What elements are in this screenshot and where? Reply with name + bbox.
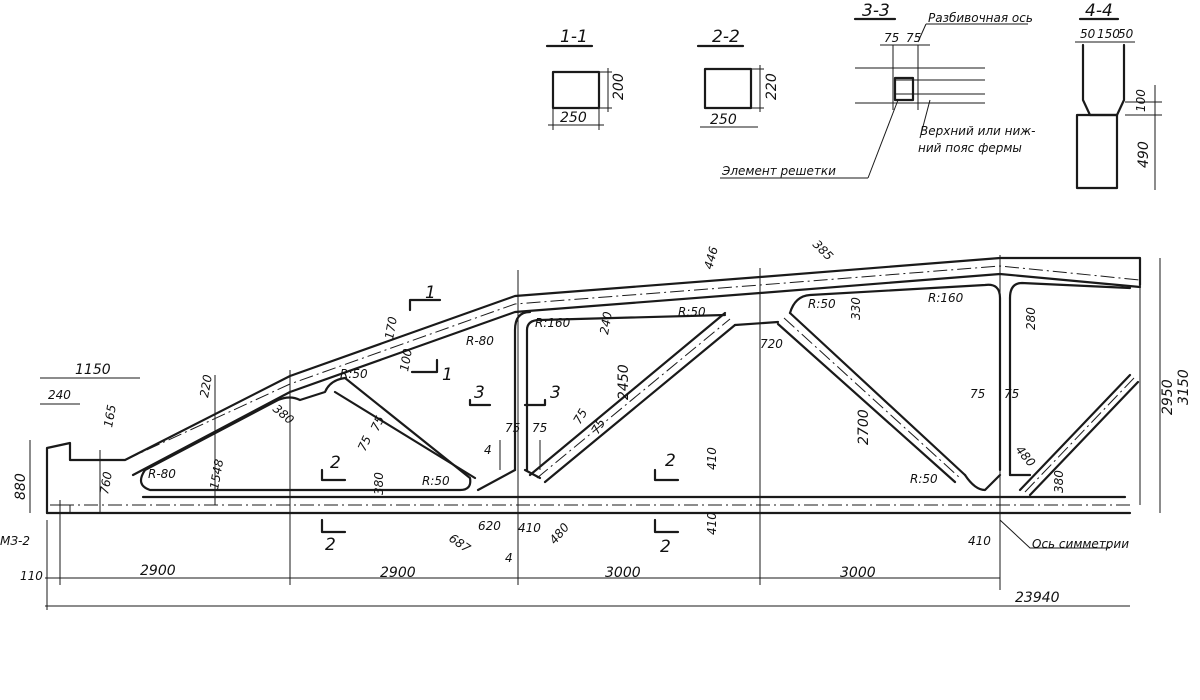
dim-text: 75	[884, 31, 899, 45]
dim-text: 760	[97, 470, 115, 495]
dim-text: 380	[372, 472, 386, 495]
section-mark: 3	[474, 383, 485, 403]
span-dim: 3000	[605, 565, 641, 581]
dim-text: 2450	[616, 364, 632, 400]
span-dim: 3000	[840, 565, 876, 581]
dim-text: 250	[710, 112, 737, 128]
dim-text: 250	[560, 110, 587, 126]
dim-text: 150	[1097, 27, 1120, 41]
dim-text: 480	[1013, 443, 1039, 470]
dim-text: 75	[1004, 387, 1019, 401]
section-2-2: 2-2 250 220	[696, 27, 780, 128]
total-dim: 23940	[1015, 590, 1060, 606]
dim-text: 200	[611, 73, 627, 100]
symmetry-axis-label: Ось симметрии	[1032, 537, 1129, 551]
dim-text: 220	[197, 373, 215, 398]
section-title: 4-4	[1085, 1, 1113, 21]
dim-text: 410	[705, 512, 719, 535]
section-mark: 2	[330, 453, 341, 473]
radius-label: R:160	[928, 291, 964, 305]
section-hatch	[703, 67, 753, 110]
radius-label: R:160	[535, 316, 571, 330]
radius-label: R:50	[910, 472, 938, 486]
dim-text: 4	[505, 551, 513, 565]
dim-text: 330	[849, 297, 863, 320]
section-marks: 1 1 2 2 2 2 3 3	[325, 283, 676, 557]
radius-label: R:50	[340, 367, 368, 381]
section-title: 1-1	[560, 27, 588, 47]
section-hatch	[551, 70, 601, 110]
truss-elevation	[29, 255, 1161, 610]
section-mark: 1	[425, 283, 436, 303]
dim-text: 4	[484, 443, 492, 457]
chord-label: Верхний или ниж-	[920, 124, 1035, 138]
section-4-4: 4-4 50 150 50 100 490	[1075, 1, 1162, 190]
section-title: 3-3	[862, 1, 890, 21]
dim-text: 380	[270, 402, 297, 428]
span-dim: 2900	[380, 565, 416, 581]
part-mark: МЗ-2	[0, 534, 30, 548]
dim-text: 100	[1134, 89, 1148, 112]
dim-text: 2700	[856, 409, 872, 445]
section-mark: 3	[550, 383, 561, 403]
radius-label: R:50	[422, 474, 450, 488]
panel-opening	[139, 376, 472, 492]
section-mark: 1	[442, 365, 453, 385]
dim-text: 75	[368, 414, 387, 434]
dimension-labels: 1150 240 165 220 880 760 1548 380 170 10…	[0, 237, 1192, 606]
dim-text: 480	[547, 520, 573, 547]
dim-text: 220	[764, 73, 780, 100]
radius-label: R:50	[678, 305, 706, 319]
dim-text: 75	[588, 416, 608, 436]
dim-text: 1150	[75, 362, 111, 378]
dim-text: 280	[1024, 307, 1038, 330]
dim-text: 1548	[207, 458, 226, 491]
dim-text: 170	[382, 315, 400, 340]
section-mark: 2	[325, 535, 336, 555]
dim-text: 75	[532, 421, 547, 435]
dim-text: 3150	[1176, 369, 1192, 405]
dim-text: 410	[968, 534, 991, 548]
dim-text: 2950	[1160, 379, 1176, 415]
chord-label: ний пояс фермы	[918, 141, 1022, 155]
dim-text: 75	[355, 434, 374, 454]
dim-text: 75	[570, 406, 590, 426]
dim-text: 380	[1052, 470, 1066, 493]
dim-text: 410	[705, 447, 719, 470]
dim-text: 410	[518, 521, 541, 535]
dim-text: 100	[397, 347, 415, 372]
dim-text: 75	[505, 421, 520, 435]
dim-text: 240	[597, 310, 615, 335]
dim-text: 446	[701, 245, 721, 271]
dim-text: 75	[906, 31, 921, 45]
dim-text: 240	[48, 388, 71, 402]
dim-text: 165	[101, 404, 119, 429]
dim-text: 110	[20, 569, 43, 583]
radius-label: R-80	[466, 334, 494, 348]
radius-label: R-80	[148, 467, 176, 481]
dim-text: 75	[970, 387, 985, 401]
section-3-3: 3-3 Разбивочная ось 75 75 Верхний или ни…	[720, 1, 1035, 179]
dim-text: 880	[13, 473, 29, 500]
section-mark: 2	[660, 537, 671, 557]
dim-text: 50	[1118, 27, 1134, 41]
lattice-label: Элемент решетки	[721, 164, 836, 178]
dim-text: 620	[478, 519, 501, 533]
dim-text: 385	[810, 237, 836, 263]
radius-label: R:50	[808, 297, 836, 311]
dim-text: 490	[1136, 141, 1152, 168]
dim-text: 720	[760, 337, 783, 351]
dim-text: 50	[1080, 27, 1096, 41]
section-mark: 2	[665, 451, 676, 471]
section-1-1: 1-1 250 200	[545, 27, 627, 130]
axis-label: Разбивочная ось	[928, 11, 1033, 25]
section-title: 2-2	[712, 27, 740, 47]
span-dim: 2900	[140, 563, 176, 579]
dim-text: 687	[446, 531, 473, 556]
